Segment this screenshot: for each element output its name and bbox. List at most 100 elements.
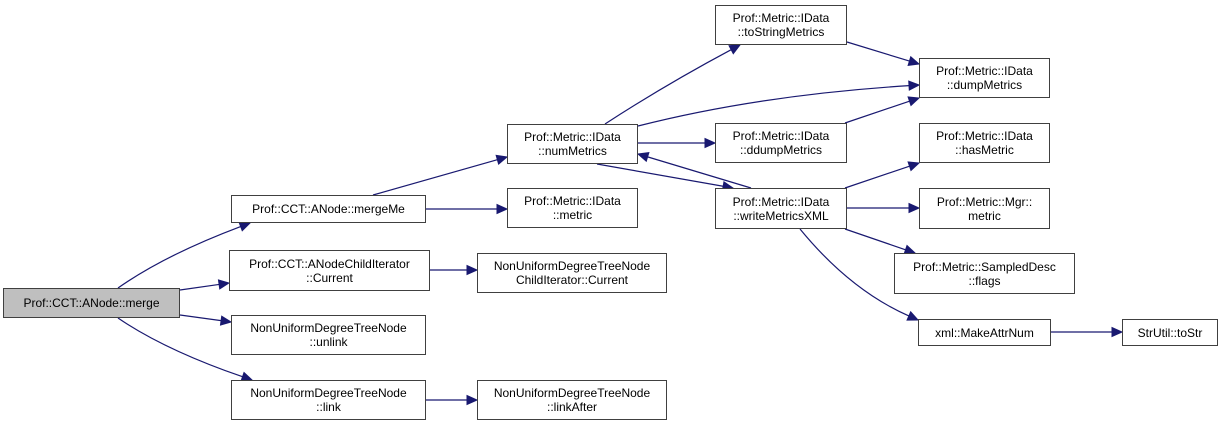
edge-writeMetricsXML-to-numMetrics — [636, 151, 752, 189]
edge-numMetrics-to-toStringMetrics — [604, 44, 742, 125]
arrowhead-icon — [907, 55, 921, 66]
node-mgr-metric[interactable]: Prof::Metric::Mgr::metric — [919, 188, 1050, 229]
node-label-line: Prof::Metric::IData — [936, 129, 1033, 143]
node-label-line: StrUtil::toStr — [1137, 325, 1203, 340]
node-label-line: Prof::Metric::SampledDesc — [913, 259, 1056, 274]
edge-mergeMe-to-idataMetric — [426, 203, 509, 215]
edge-writeMetricsXML-to-sampledDescFlags — [844, 228, 917, 255]
edge-numMetrics-to-writeMetricsXML — [596, 163, 735, 192]
node-label-line: Prof::Metric::IData — [936, 64, 1033, 78]
edge-line — [846, 41, 910, 62]
edge-line — [647, 156, 752, 189]
node-nudtn-unlink[interactable]: NonUniformDegreeTreeNode::unlink — [231, 315, 426, 355]
node-idata-nummetrics[interactable]: Prof::Metric::IData::numMetrics — [507, 124, 638, 164]
node-label-line: Prof::Metric::IData — [732, 129, 830, 143]
arrowhead-icon — [238, 221, 252, 232]
node-label-line: ::linkAfter — [546, 400, 597, 414]
node-label-line: NonUniformDegreeTreeNode — [493, 259, 651, 273]
node-xml-makeattrnum[interactable]: xml::MakeAttrNum — [918, 319, 1051, 346]
node-idata-tostringmetrics[interactable]: Prof::Metric::IData::toStringMetrics — [715, 5, 847, 45]
edge-line — [117, 225, 241, 289]
node-label-line: NonUniformDegreeTreeNode — [250, 321, 407, 335]
node-label-line: Prof::CCT::ANode::merge — [23, 296, 160, 310]
edge-writeMetricsXML-to-hasMetric — [844, 161, 921, 189]
node-label-line: ::Current — [306, 270, 353, 285]
node-label-line: ::dumpMetrics — [946, 78, 1023, 92]
arrowhead-icon — [636, 151, 650, 163]
edge-line — [844, 228, 906, 251]
edge-line — [604, 49, 732, 125]
edge-mergeMe-to-numMetrics — [372, 154, 509, 196]
edge-merge-to-unlink — [179, 314, 233, 326]
arrowhead-icon — [496, 203, 509, 215]
node-label-line: ::ddumpMetrics — [739, 143, 823, 157]
arrowhead-icon — [704, 137, 717, 149]
node-label-line: Prof::CCT::ANode::mergeMe — [252, 202, 405, 216]
node-label-line: ::flags — [968, 273, 1001, 288]
edge-line — [372, 159, 498, 196]
edge-link-to-linkAfter — [426, 394, 479, 406]
node-idata-metric[interactable]: Prof::Metric::IData::metric — [507, 188, 638, 228]
node-label-line: Prof::Metric::IData — [732, 194, 830, 209]
edge-line — [844, 165, 910, 189]
arrowhead-icon — [466, 394, 479, 406]
node-label-line: ::hasMetric — [955, 143, 1014, 157]
node-label-line: metric — [968, 208, 1001, 223]
arrowhead-icon — [219, 315, 233, 326]
edge-ddumpMetrics-to-dumpMetrics — [844, 96, 921, 124]
node-anodechilditerator-current[interactable]: Prof::CCT::ANodeChildIterator::Current — [229, 250, 430, 291]
node-sampleddesc-flags[interactable]: Prof::Metric::SampledDesc::flags — [894, 253, 1075, 294]
arrowhead-icon — [217, 279, 231, 290]
arrowhead-icon — [908, 202, 921, 214]
edge-numMetrics-to-ddumpMetrics — [638, 137, 717, 149]
edge-writeMetricsXML-to-makeAttrNum — [799, 228, 920, 321]
edge-line — [179, 314, 222, 322]
edge-line — [799, 228, 910, 317]
node-label-line: NonUniformDegreeTreeNode — [493, 386, 651, 400]
node-label-line: xml::MakeAttrNum — [935, 325, 1034, 340]
node-label-line: ::writeMetricsXML — [733, 208, 829, 223]
edge-toStringMetrics-to-dumpMetrics — [846, 41, 921, 66]
node-label-line: ::toStringMetrics — [737, 25, 825, 39]
node-idata-hasmetric[interactable]: Prof::Metric::IData::hasMetric — [919, 123, 1050, 163]
node-label-line: ChildIterator::Current — [515, 273, 629, 287]
arrowhead-icon — [495, 154, 509, 165]
node-idata-writemetricsxml[interactable]: Prof::Metric::IData::writeMetricsXML — [715, 188, 847, 229]
node-label-line: Prof::Metric::Mgr:: — [936, 194, 1033, 209]
arrowhead-icon — [907, 161, 921, 172]
arrowhead-icon — [466, 264, 479, 276]
node-label-line: Prof::Metric::IData — [732, 11, 830, 25]
edge-numMetrics-to-dumpMetrics — [637, 80, 921, 127]
edge-makeAttrNum-to-strUtilToStr — [1051, 326, 1124, 338]
node-idata-ddumpmetrics[interactable]: Prof::Metric::IData::ddumpMetrics — [715, 123, 847, 163]
edge-line — [844, 100, 910, 124]
edge-line — [596, 163, 724, 187]
edge-writeMetricsXML-to-mgrMetric — [847, 202, 921, 214]
node-label-line: ::link — [316, 400, 341, 414]
arrowhead-icon — [906, 310, 920, 321]
arrowhead-icon — [728, 44, 742, 55]
edge-line — [179, 283, 220, 291]
node-label-line: ::numMetrics — [538, 144, 607, 158]
node-strutil-tostr[interactable]: StrUtil::toStr — [1122, 319, 1218, 346]
node-label-line: Prof::CCT::ANodeChildIterator — [249, 256, 410, 271]
node-label-line: Prof::Metric::IData — [524, 194, 621, 208]
node-nudtn-linkafter[interactable]: NonUniformDegreeTreeNode::linkAfter — [477, 380, 667, 420]
edge-line — [637, 85, 910, 127]
arrowhead-icon — [908, 80, 921, 91]
edge-anodeChildIterCurrent-to-nudtnChildIterCurrent — [430, 264, 479, 276]
node-idata-dumpmetrics[interactable]: Prof::Metric::IData::dumpMetrics — [919, 58, 1050, 98]
edge-line — [117, 317, 243, 378]
node-label-line: NonUniformDegreeTreeNode — [250, 386, 407, 400]
node-anode-mergeme[interactable]: Prof::CCT::ANode::mergeMe — [231, 195, 426, 223]
node-label-line: ::unlink — [309, 335, 348, 349]
node-label-line: ::metric — [552, 208, 593, 222]
arrowhead-icon — [907, 96, 921, 107]
node-anode-merge: Prof::CCT::ANode::merge — [3, 288, 180, 318]
node-label-line: Prof::Metric::IData — [524, 130, 621, 144]
node-nudtn-link[interactable]: NonUniformDegreeTreeNode::link — [231, 380, 426, 420]
arrowhead-icon — [1111, 326, 1124, 338]
